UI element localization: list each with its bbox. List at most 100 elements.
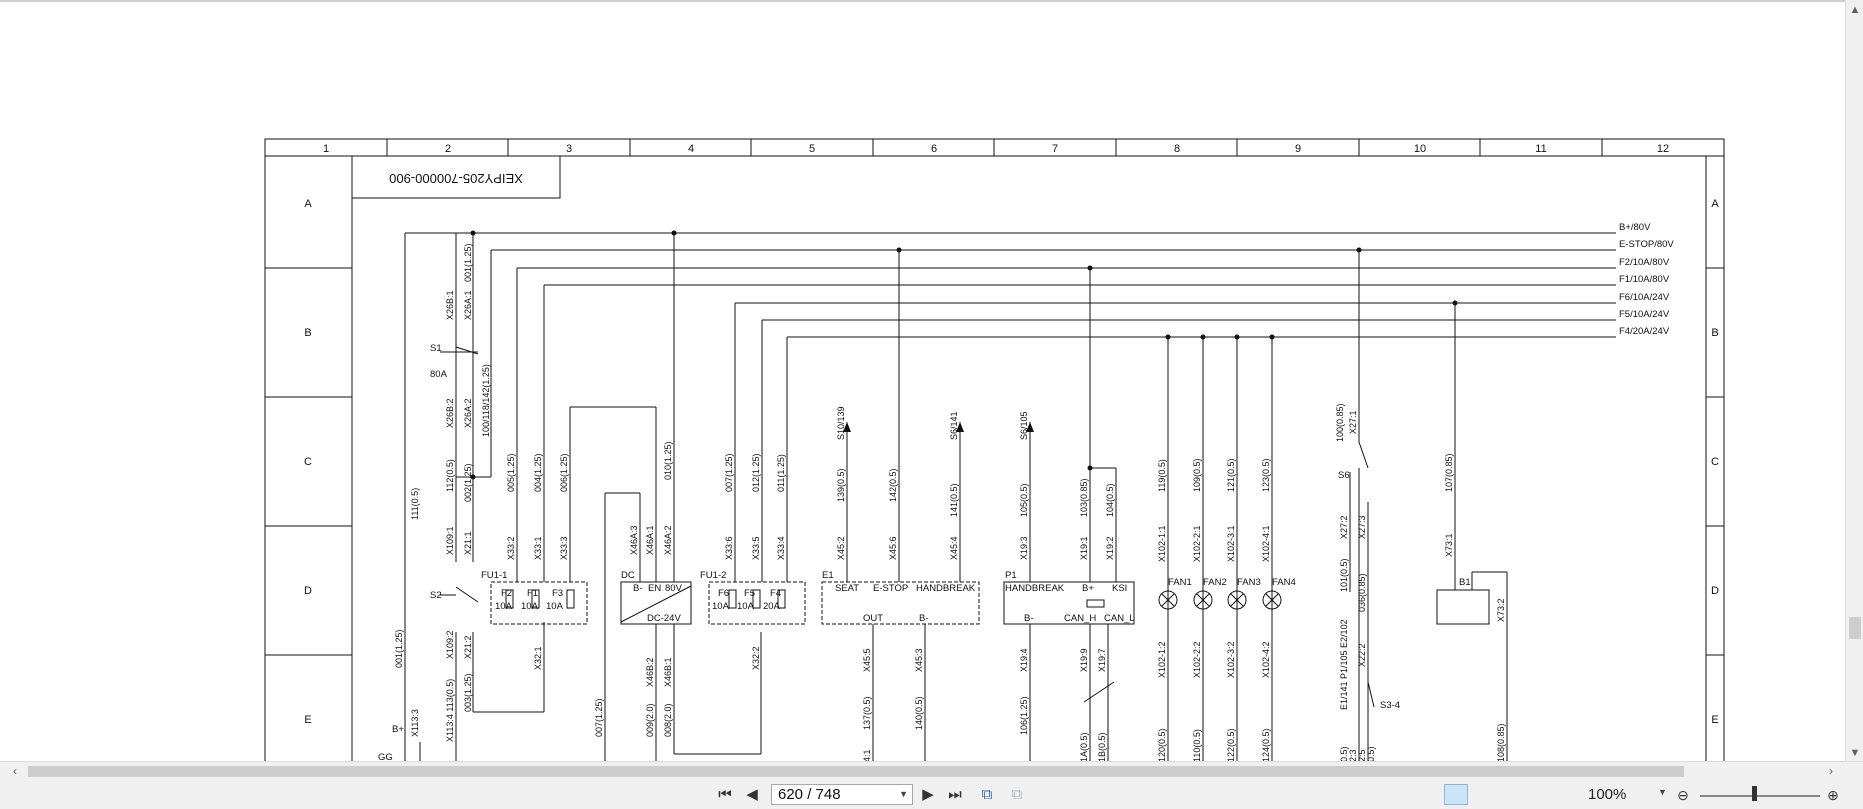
schematic-label: 007(1.25) <box>724 453 734 492</box>
schematic-label: X102-1:2 <box>1157 641 1167 678</box>
zoom-dropdown-icon[interactable]: ▼ <box>1658 787 1667 797</box>
column-label: 9 <box>1295 143 1301 155</box>
schematic-label: X45:2 <box>836 536 846 560</box>
schematic-label: HANDBREAK <box>1005 583 1065 594</box>
column-label: 10 <box>1414 143 1426 155</box>
next-page-icon[interactable]: ▶ <box>922 786 934 803</box>
schematic-line <box>455 586 479 603</box>
zoom-in-icon[interactable]: ⊕ <box>1827 787 1839 803</box>
schematic-label: X32:2 <box>751 646 761 670</box>
schematic-label: CAN_H <box>1064 613 1096 624</box>
schematic-label: 100(0.85) <box>1335 403 1345 442</box>
skip-first-icon[interactable]: ⏮ <box>718 786 732 803</box>
schematic-label: 137(0.5) <box>862 696 872 730</box>
schematic-label: X102-2:2 <box>1192 641 1202 678</box>
schematic-label: X21:2 <box>463 635 473 659</box>
title-block-text: XEIPY205-700000-900 <box>389 171 523 186</box>
schematic-label: X73:2 <box>1496 598 1506 622</box>
schematic-line <box>1452 300 1458 306</box>
schematic-line <box>896 247 902 253</box>
schematic-label: 105(0.5) <box>1019 483 1029 517</box>
schematic-label: 0.5) <box>1366 746 1376 762</box>
schematic-label: 003(1.25) <box>463 673 473 712</box>
fu1-2-label: FU1-2 <box>700 570 726 581</box>
zoom-level[interactable]: 100% <box>1588 786 1627 803</box>
schematic-label: 121(0.5) <box>1226 458 1236 492</box>
fan4-label: FAN4 <box>1272 577 1296 588</box>
prev-page-icon[interactable]: ◀ <box>746 786 758 803</box>
continuous-view-icon[interactable] <box>1474 784 1498 805</box>
schematic-label: F3 <box>552 588 563 599</box>
schematic-label: X102-4:1 <box>1261 525 1271 562</box>
schematic-label: 141(0.5) <box>949 483 959 517</box>
scroll-right-icon[interactable]: › <box>1829 764 1833 778</box>
column-label: 12 <box>1657 143 1669 155</box>
schematic-label: S10/139 <box>836 406 846 440</box>
schematic-label: 1B(0.5) <box>1097 732 1107 762</box>
horizontal-scroll-thumb[interactable] <box>28 766 1684 777</box>
two-page-continuous-view-icon[interactable] <box>1534 784 1558 805</box>
schematic-line <box>843 422 851 432</box>
s1-label: S1 <box>430 343 442 354</box>
row-label: C <box>1711 456 1719 468</box>
column-label: 6 <box>931 143 937 155</box>
schematic-label: 10A <box>546 601 564 612</box>
vertical-scrollbar[interactable]: ▲ ▼ <box>1845 0 1863 761</box>
schematic-label: EN <box>648 583 661 594</box>
schematic-label: F2 <box>501 588 512 599</box>
zoom-out-icon[interactable]: ⊖ <box>1677 787 1689 803</box>
schematic-label: X33:4 <box>776 536 786 560</box>
schematic-label: F6 <box>718 588 729 599</box>
two-page-view-icon[interactable] <box>1504 784 1528 805</box>
schematic-label: 4:1 <box>862 749 872 762</box>
schematic-label: X19:9 <box>1079 648 1089 672</box>
scroll-down-icon[interactable]: ▼ <box>1849 747 1861 759</box>
p1-box <box>1003 581 1135 625</box>
skip-last-icon[interactable]: ⏭ <box>948 786 962 803</box>
rotate-view-icon[interactable]: ⧉ <box>981 786 993 803</box>
schematic-label: X46A:2 <box>663 525 673 555</box>
zoom-slider-track[interactable] <box>1700 795 1820 797</box>
schematic-label: X27:3 <box>1357 515 1367 539</box>
row-label: E <box>304 714 311 726</box>
schematic-label: 007(1.25) <box>594 698 604 737</box>
schematic-line <box>1234 334 1240 340</box>
schematic-label: 002(1.25) <box>463 463 473 502</box>
schematic-label: 012(1.25) <box>751 453 761 492</box>
schematic-label: X102-4:2 <box>1261 641 1271 678</box>
page-number-input[interactable]: 620 / 748 ▼ <box>771 784 913 805</box>
schematic-label: 1A(0.5) <box>1079 732 1089 762</box>
horizontal-scrollbar[interactable]: ‹ › <box>0 761 1863 780</box>
schematic-label: X45:4 <box>949 536 959 560</box>
document-viewport[interactable]: 1 2 3 4 5 6 7 8 9 10 11 12 A B C D E A B… <box>0 0 1845 763</box>
schematic-line <box>505 589 514 609</box>
schematic-label: X26B:2 <box>445 398 455 428</box>
schematic-label: X46B:2 <box>645 657 655 687</box>
column-label: 11 <box>1535 143 1546 155</box>
e1-label: E1 <box>822 570 834 581</box>
schematic-line <box>1265 593 1279 607</box>
fan3-label: FAN3 <box>1237 577 1261 588</box>
schematic-label: X102-1:1 <box>1157 525 1167 562</box>
schematic-line <box>1200 334 1206 340</box>
schematic-label: X26A:1 <box>463 290 473 320</box>
s2-label: S2 <box>430 590 442 601</box>
schematic-label: X26A:2 <box>463 398 473 428</box>
zoom-slider-thumb[interactable] <box>1752 786 1757 801</box>
column-label: 8 <box>1174 143 1180 155</box>
schematic-label: 2:3 <box>1348 749 1358 762</box>
fu1-1-label: FU1-1 <box>481 570 507 581</box>
row-label: D <box>304 585 312 597</box>
s6-label: S6 <box>1338 470 1350 481</box>
schematic-label: X46A:1 <box>645 525 655 555</box>
rail-label: F5/10A/24V <box>1619 309 1670 320</box>
chevron-down-icon[interactable]: ▼ <box>899 789 908 799</box>
schematic-label: X113:4 113(0.5) <box>445 679 455 742</box>
schematic-label: 139(0.5) <box>836 468 846 502</box>
vertical-scroll-thumb[interactable] <box>1849 617 1861 639</box>
scroll-up-icon[interactable]: ▲ <box>1849 4 1861 16</box>
schematic-label: 104(0.5) <box>1105 483 1115 517</box>
scroll-left-icon[interactable]: ‹ <box>13 764 17 778</box>
schematic-line <box>1367 681 1375 708</box>
single-page-view-icon[interactable] <box>1444 784 1468 805</box>
